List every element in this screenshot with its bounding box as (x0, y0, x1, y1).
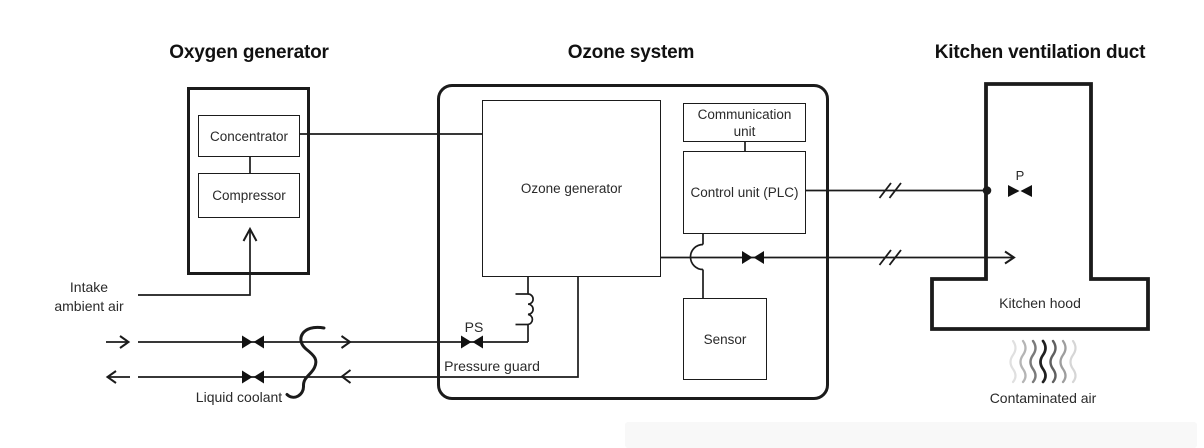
faint-background-band (625, 422, 1197, 448)
air-wave-icon (1009, 339, 1077, 384)
kitchen-hood-label: Kitchen hood (999, 295, 1081, 311)
left-arrow-icon (340, 369, 352, 384)
right-arrow-icon (1004, 250, 1016, 265)
left-arrow-icon (105, 370, 117, 384)
right-arrow-icon (340, 335, 352, 349)
pressure-point-label: P (1015, 168, 1025, 183)
control-signal-line (806, 182, 986, 199)
oxygen-generator-enclosure (187, 87, 310, 275)
coolant-return-line (105, 277, 579, 384)
pipe-break-icon (285, 325, 326, 399)
ozone-generator-label: Ozone generator (520, 181, 623, 196)
line-break-icon (888, 182, 902, 199)
pressure-guard-label: Pressure guard (444, 358, 540, 374)
ozone-outlet-line (661, 249, 1016, 266)
right-arrow-icon (119, 335, 131, 349)
intake-ambient-air-label: Intake ambient air (54, 279, 124, 314)
up-arrow-icon (242, 226, 258, 242)
compressor-box: Compressor (198, 173, 300, 218)
pressure-switch-valve-icon (461, 335, 483, 349)
sensor-box: Sensor (683, 298, 767, 380)
communication-unit-box: Communication unit (683, 103, 806, 142)
control-unit-label: Control unit (PLC) (690, 185, 799, 200)
cooling-coil-icon (515, 277, 534, 342)
junction-dot-icon (982, 186, 992, 195)
communication-unit-label: Communication unit (697, 106, 792, 139)
ozone-line-valve-icon (742, 251, 764, 264)
intake-air-line (138, 226, 258, 296)
duct-pressure-sensor-icon (1008, 185, 1032, 197)
sensor-label: Sensor (703, 331, 747, 347)
section-title-oxygen-generator: Oxygen generator (169, 42, 329, 63)
line-break-icon (878, 182, 892, 199)
pressure-switch-label: PS (464, 319, 484, 335)
liquid-coolant-label: Liquid coolant (195, 389, 283, 405)
contaminated-air-label: Contaminated air (989, 390, 1097, 406)
concentrator-label: Concentrator (209, 128, 289, 144)
valve-icon (242, 335, 264, 349)
control-unit-box: Control unit (PLC) (683, 151, 806, 234)
valve-icon (242, 370, 264, 384)
section-title-kitchen-duct: Kitchen ventilation duct (934, 42, 1146, 63)
ozone-system-enclosure (437, 84, 829, 400)
line-break-icon (888, 249, 902, 266)
duct-outline (930, 82, 1150, 331)
section-title-ozone-system: Ozone system (567, 42, 695, 63)
line-break-icon (878, 249, 892, 266)
compressor-label: Compressor (212, 188, 286, 203)
concentrator-box: Concentrator (198, 115, 300, 157)
ozone-generator-box: Ozone generator (482, 100, 661, 277)
